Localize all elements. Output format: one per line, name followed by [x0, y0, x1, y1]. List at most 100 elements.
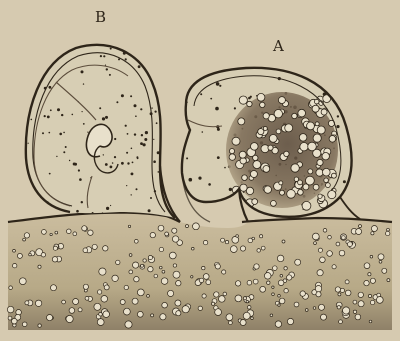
sac-b-cell: [134, 133, 136, 135]
sac-a-cell: [250, 96, 252, 98]
tissue-cell: [345, 280, 349, 284]
sac-b-cell: [126, 185, 127, 186]
sac-b-cell: [169, 64, 171, 66]
tissue-cell: [158, 225, 164, 231]
sac-b-cell: [72, 114, 74, 116]
sac-b-cell: [118, 58, 120, 60]
tissue-cell: [162, 302, 168, 308]
sac-b-cell: [27, 210, 30, 213]
cluster-cell: [229, 149, 234, 154]
tissue-cell: [223, 292, 227, 296]
tissue-cell: [243, 312, 250, 319]
sac-a-cell: [337, 115, 339, 117]
tissue-cell: [212, 302, 215, 305]
sac-b-cell: [167, 172, 169, 174]
tissue-cell: [132, 298, 138, 304]
tissue-cell: [336, 242, 340, 246]
sac-b-cell: [150, 197, 152, 199]
sac-a-cell: [208, 183, 211, 186]
tissue-cell: [370, 300, 374, 304]
sac-a-cell: [216, 82, 220, 86]
tissue-cell: [160, 266, 163, 269]
tissue-cell: [35, 300, 41, 306]
cluster-cell: [324, 178, 329, 183]
cluster-cell: [251, 143, 259, 151]
sac-b-cell: [121, 94, 124, 97]
tissue-cell: [161, 278, 168, 285]
tissue-cell: [101, 296, 108, 303]
sac-b-cell: [131, 173, 134, 176]
tissue-cell: [104, 285, 109, 290]
cluster-cell: [268, 145, 273, 150]
tissue-cell: [24, 233, 29, 238]
tissue-cell: [13, 264, 17, 268]
tissue-cell: [62, 300, 66, 304]
tissue-cell: [339, 320, 343, 324]
tissue-cell: [318, 248, 322, 252]
sac-b-cell: [102, 117, 105, 120]
cluster-cell: [279, 181, 283, 185]
sac-b-cell: [145, 131, 148, 134]
tissue-cell: [214, 292, 219, 297]
tissue-cell: [287, 275, 292, 280]
tissue-cell: [317, 270, 323, 276]
tissue-cell: [267, 281, 270, 284]
tissue-cell: [235, 281, 240, 286]
sac-a-cell: [201, 70, 204, 73]
cluster-cell: [239, 96, 247, 104]
sac-b-cell: [153, 72, 156, 75]
cluster-cell: [322, 153, 329, 160]
sac-b-cell: [49, 132, 51, 134]
tissue-cell: [55, 231, 58, 234]
tissue-cell: [192, 247, 195, 250]
cluster-cell: [307, 122, 315, 130]
tissue-cell: [219, 296, 226, 303]
cluster-cell: [312, 105, 319, 112]
tissue-cell: [143, 259, 146, 262]
tissue-cell: [94, 303, 101, 310]
cluster-cell: [298, 109, 306, 117]
tissue-cell: [316, 292, 321, 297]
sac-b-cell: [38, 63, 40, 65]
tissue-cell: [353, 300, 357, 304]
sac-a-cell: [343, 180, 346, 183]
sac-b: [26, 45, 175, 218]
tissue-cell: [85, 296, 89, 300]
tissue-cell: [359, 225, 362, 228]
tissue-cell: [193, 223, 200, 230]
tissue-cell: [221, 238, 225, 242]
tissue-cell: [150, 232, 155, 237]
sac-b-cell: [44, 115, 46, 117]
tissue-cell: [160, 314, 166, 320]
tissue-cell: [261, 246, 265, 250]
tissue-cell: [278, 295, 281, 298]
cluster-cell: [316, 169, 323, 176]
tissue-cell: [264, 273, 271, 280]
tissue-cell: [280, 275, 283, 278]
cluster-cell: [308, 169, 313, 174]
tissue-cell: [19, 278, 26, 285]
sac-a-cell: [217, 156, 220, 159]
tissue-cell: [148, 267, 153, 272]
sac-b-cell: [125, 125, 127, 127]
sac-b-cell: [52, 211, 55, 214]
cluster-cell: [308, 142, 317, 151]
cluster-cell: [284, 151, 289, 156]
sac-a-cell: [219, 85, 221, 87]
sac-b-cell: [105, 163, 108, 166]
sac-b-cell: [69, 160, 70, 161]
tissue-cell: [278, 304, 280, 306]
tissue-cell: [9, 286, 13, 290]
sac-a-cell: [348, 199, 350, 201]
sac-b-cell: [126, 152, 128, 154]
tissue-cell: [202, 266, 205, 269]
sac-b-cell: [156, 69, 158, 71]
sac-b-cell: [156, 122, 158, 124]
sac-a-cell: [224, 167, 226, 169]
tissue-cell: [191, 276, 193, 278]
tissue-cell: [147, 295, 150, 298]
cluster-cell: [247, 101, 252, 106]
tissue-cell: [12, 318, 18, 324]
tissue-cell: [186, 225, 189, 228]
tissue-cell: [38, 265, 41, 268]
